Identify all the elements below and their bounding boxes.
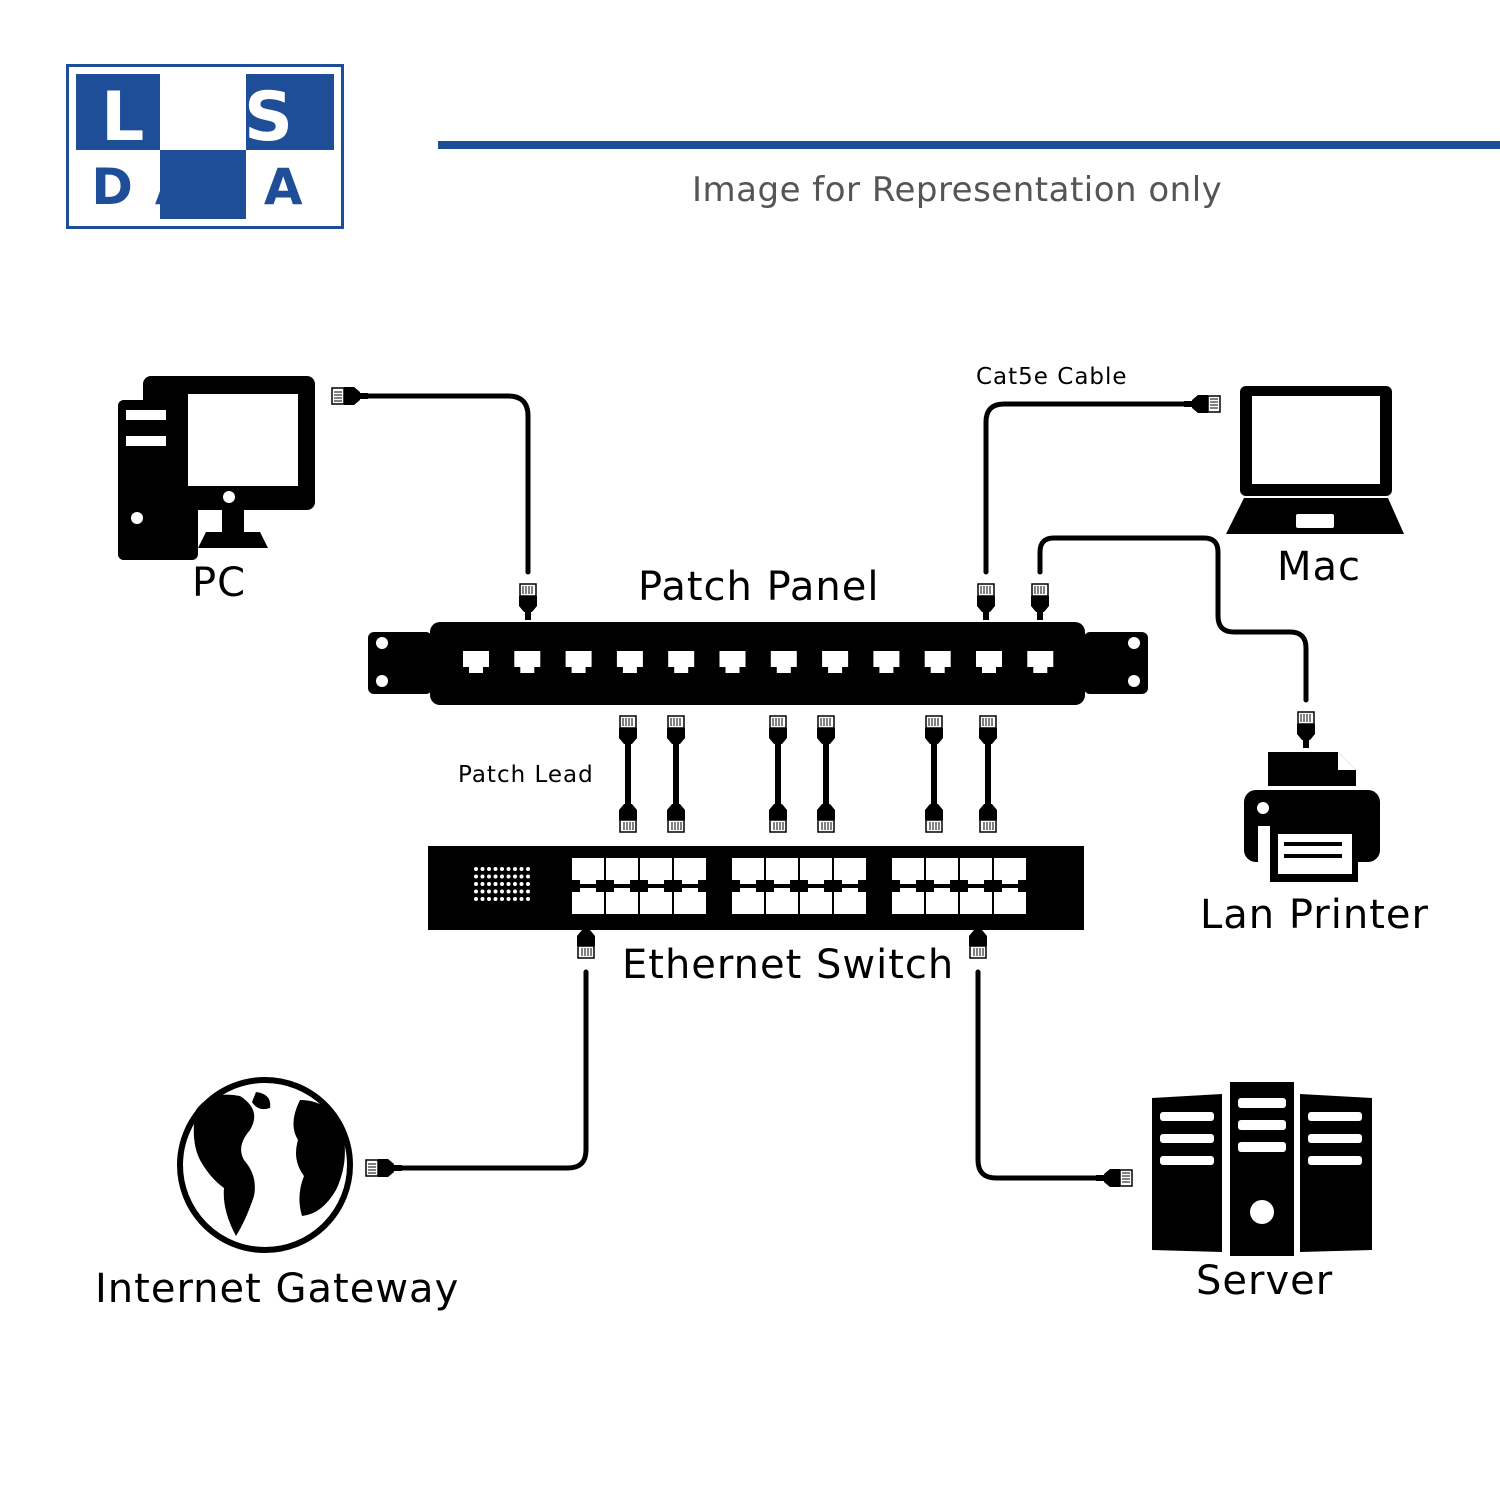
- patch-panel-port: [463, 651, 489, 673]
- pc-cable: [362, 393, 531, 575]
- patch-leads: [618, 715, 998, 833]
- gateway-cable: [399, 969, 589, 1171]
- patch-panel-ports: [463, 651, 1054, 673]
- patch-lead-label: Patch Lead: [458, 762, 594, 788]
- switch-port: [926, 858, 958, 884]
- server-cable: [975, 969, 1099, 1181]
- switch-port: [800, 858, 832, 884]
- lan-printer-label: Lan Printer: [1200, 892, 1429, 938]
- patch-panel-port: [565, 651, 592, 673]
- patch-lead-cable: [924, 715, 944, 833]
- ethernet-switch: [428, 846, 1084, 930]
- globe-icon: [177, 1077, 353, 1253]
- header-rule: [438, 141, 1500, 149]
- switch-port: [732, 858, 764, 884]
- patch-lead-cable: [978, 715, 998, 833]
- patch-panel-port: [873, 651, 900, 673]
- switch-port: [640, 888, 672, 914]
- switch-port: [572, 888, 604, 914]
- switch-port: [674, 888, 706, 914]
- patch-panel-label: Patch Panel: [638, 564, 880, 610]
- server-label: Server: [1196, 1258, 1334, 1304]
- switch-port: [606, 888, 638, 914]
- patch-panel-port: [719, 651, 746, 673]
- patch-panel-port: [514, 651, 541, 673]
- switch-port: [572, 858, 604, 884]
- switch-port: [640, 858, 672, 884]
- pc-icon: [118, 376, 315, 560]
- ethernet-switch-label: Ethernet Switch: [622, 942, 955, 988]
- switch-port: [926, 888, 958, 914]
- switch-port: [606, 858, 638, 884]
- mac-cable: [983, 401, 1191, 575]
- patch-lead-cable: [816, 715, 836, 833]
- patch-panel-port: [976, 651, 1002, 673]
- switch-vents: [474, 867, 530, 901]
- disclaimer-text: Image for Representation only: [692, 170, 1223, 210]
- patch-panel-port: [770, 651, 797, 673]
- switch-port: [834, 858, 866, 884]
- switch-port: [960, 888, 992, 914]
- switch-port: [674, 858, 706, 884]
- patch-panel-port: [616, 651, 643, 673]
- switch-port: [960, 858, 992, 884]
- switch-port: [766, 888, 798, 914]
- mac-label: Mac: [1277, 544, 1362, 590]
- switch-port: [732, 888, 764, 914]
- patch-panel-port: [668, 651, 695, 673]
- lms-data-logo: LMS DATA: [66, 64, 344, 229]
- patch-panel-port: [924, 651, 951, 673]
- switch-port: [892, 858, 924, 884]
- switch-port: [766, 858, 798, 884]
- switch-port: [800, 888, 832, 914]
- server-icon: [1152, 1082, 1372, 1256]
- patch-panel: [368, 622, 1148, 705]
- patch-lead-cable: [618, 715, 638, 833]
- switch-port: [994, 888, 1026, 914]
- patch-panel-port: [822, 651, 849, 673]
- laptop-icon: [1226, 386, 1404, 534]
- switch-port: [834, 888, 866, 914]
- printer-cable: [1037, 535, 1309, 703]
- patch-lead-cable: [768, 715, 788, 833]
- patch-lead-cable: [666, 715, 686, 833]
- internet-gateway-label: Internet Gateway: [95, 1266, 460, 1312]
- switch-port: [994, 858, 1026, 884]
- switch-port: [892, 888, 924, 914]
- pc-label: PC: [192, 560, 247, 606]
- cat5e-cable-label: Cat5e Cable: [976, 364, 1128, 390]
- switch-ports: [572, 858, 1026, 914]
- printer-icon: [1244, 752, 1380, 882]
- cables: [362, 393, 1309, 1181]
- logo-bottom-text: DATA: [91, 158, 324, 216]
- patch-panel-port: [1027, 651, 1054, 673]
- logo-top-text: LMS: [101, 78, 309, 157]
